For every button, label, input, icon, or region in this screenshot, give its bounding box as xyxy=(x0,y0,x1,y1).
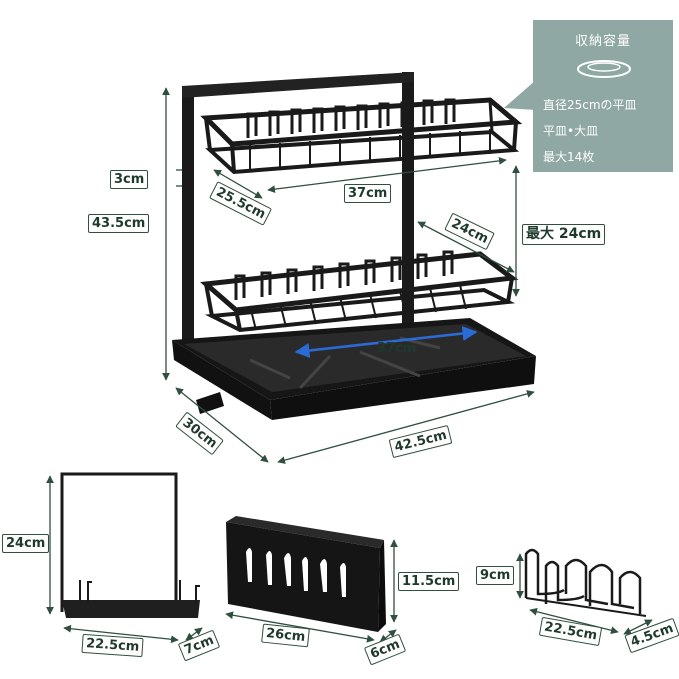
rear-post-left xyxy=(182,86,194,346)
top-basket xyxy=(200,97,523,175)
capacity-line-3: 最大14枚 xyxy=(543,150,595,164)
top-crossbar xyxy=(182,72,414,98)
lower-basket xyxy=(200,250,519,333)
label-lower-width: 37cm xyxy=(377,341,417,356)
label-holder-height: 24cm xyxy=(2,534,50,553)
label-max-clearance: 最大 24cm xyxy=(522,224,606,245)
plate-icon xyxy=(577,60,631,78)
lid-rack xyxy=(524,548,647,617)
utensil-caddy xyxy=(225,516,398,643)
capacity-callout: 収納容量 直径25cmの平皿 平皿•大皿 最大14枚 xyxy=(533,20,673,172)
label-caddy-height: 11.5cm xyxy=(398,572,460,591)
cutting-board-holder xyxy=(46,472,203,644)
label-lid-rack-height: 9cm xyxy=(476,566,515,585)
drip-tray xyxy=(172,318,536,420)
label-total-height: 43.5cm xyxy=(88,214,150,233)
measure-lines-main xyxy=(162,87,535,464)
lower-width-arrow xyxy=(294,326,478,358)
capacity-line-1: 直径25cmの平皿 xyxy=(543,98,637,112)
capacity-line-2: 平皿•大皿 xyxy=(543,124,599,138)
rear-post-right xyxy=(402,72,414,334)
label-top-width: 37cm xyxy=(344,184,392,203)
capacity-title: 収納容量 xyxy=(574,34,631,49)
label-upright-width: 3cm xyxy=(110,170,149,189)
callout-pointer xyxy=(504,80,536,110)
lid-rack-measures xyxy=(516,553,653,635)
